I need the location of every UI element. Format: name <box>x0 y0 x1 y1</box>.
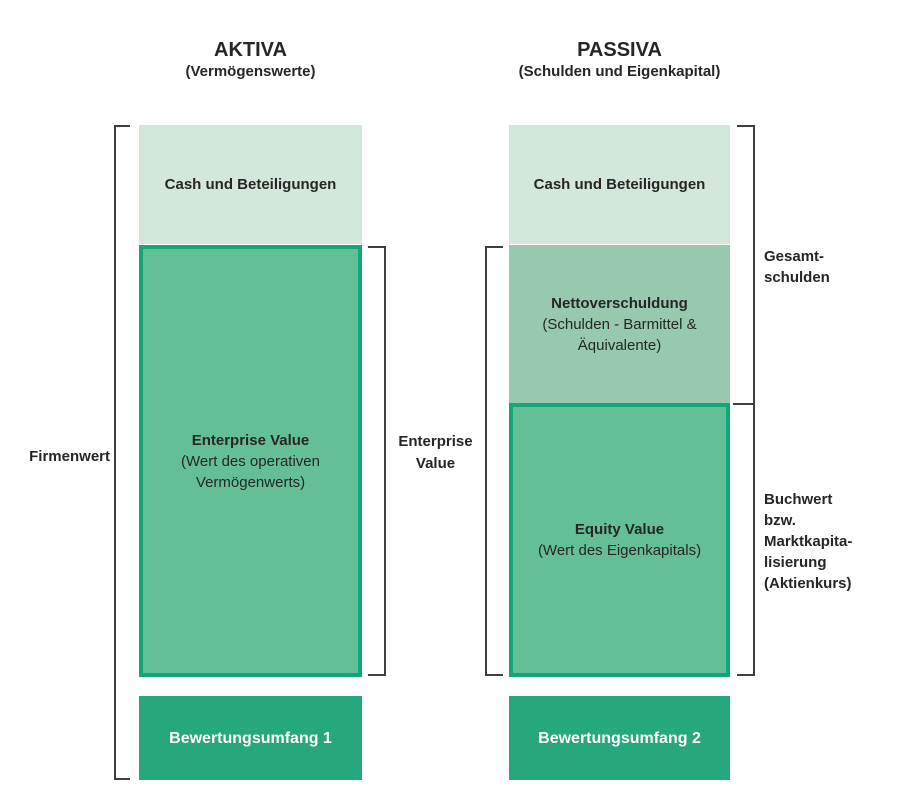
box-net-debt-title: Nettoverschuldung <box>551 294 688 312</box>
column-subtitle-aktiva: (Vermögenswerte) <box>185 63 316 80</box>
box-equity-value-sub1: (Wert des Eigenkapitals) <box>537 542 702 559</box>
box-enterprise-value: Enterprise Value (Wert des operativen Ve… <box>139 245 362 677</box>
box-net-debt-sub2: Äquivalente) <box>577 336 662 354</box>
bracket-enterprise-value-right <box>485 246 503 676</box>
box-enterprise-value-sub1: (Wert des operativen <box>181 452 320 470</box>
label-buchwert: Buchwert bzw. Marktkapita- lisierung (Ak… <box>764 489 904 594</box>
box-enterprise-value-sub2: Vermögenwerts) <box>195 473 306 491</box>
column-subtitle-passiva: (Schulden und Eigenkapital) <box>518 63 721 80</box>
label-enterprise-value-line1: Enterprise <box>398 433 473 450</box>
box-cash-right-label: Cash und Beteiligungen <box>533 176 706 193</box>
box-net-debt-sub1: (Schulden - Barmittel & <box>542 315 697 333</box>
box-scope-2-label: Bewertungsumfang 2 <box>538 729 701 747</box>
box-scope-2: Bewertungsumfang 2 <box>509 696 730 780</box>
label-buchwert-line2: bzw. <box>764 512 796 529</box>
bracket-enterprise-value-left <box>368 246 386 676</box>
box-cash-left: Cash und Beteiligungen <box>139 125 362 244</box>
box-net-debt: Nettoverschuldung (Schulden - Barmittel … <box>509 245 730 403</box>
label-enterprise-value: Enterprise Value <box>387 431 484 475</box>
label-gesamtschulden: Gesamt- schulden <box>764 246 904 288</box>
label-buchwert-line3: Marktkapita- <box>764 533 853 550</box>
box-cash-right: Cash und Beteiligungen <box>509 125 730 244</box>
label-gesamtschulden-line1: Gesamt- <box>764 248 825 265</box>
box-scope-1: Bewertungsumfang 1 <box>139 696 362 780</box>
box-equity-value-title: Equity Value <box>574 521 665 538</box>
box-equity-value: Equity Value (Wert des Eigenkapitals) <box>509 403 730 677</box>
label-firmenwert: Firmenwert <box>29 448 110 465</box>
label-buchwert-line4: lisierung <box>764 554 827 571</box>
label-buchwert-line1: Buchwert <box>764 491 833 508</box>
box-cash-left-label: Cash und Beteiligungen <box>164 176 337 193</box>
column-title-passiva: PASSIVA <box>577 39 662 61</box>
bracket-divider-tick <box>733 403 755 405</box>
box-enterprise-value-title: Enterprise Value <box>191 431 310 449</box>
bracket-gesamtschulden-buchwert <box>737 125 755 676</box>
box-scope-1-label: Bewertungsumfang 1 <box>169 729 332 747</box>
bracket-firmenwert <box>114 125 130 780</box>
label-enterprise-value-line2: Value <box>415 455 456 472</box>
label-buchwert-line5: (Aktienkurs) <box>764 575 852 592</box>
label-gesamtschulden-line2: schulden <box>764 269 830 286</box>
column-title-aktiva: AKTIVA <box>214 39 287 61</box>
